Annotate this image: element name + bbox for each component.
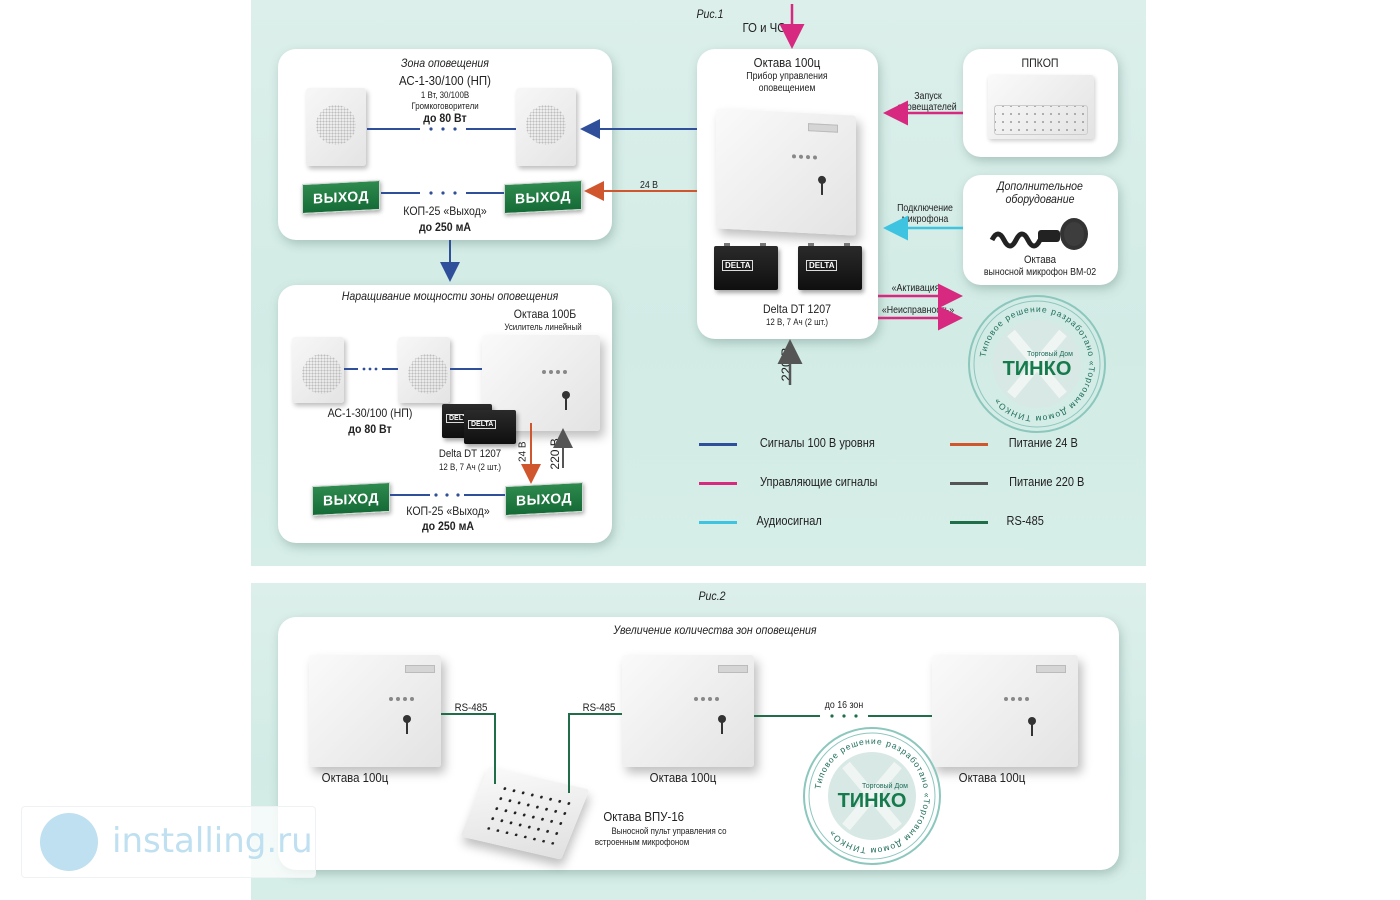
extension-exit-limit: до 250 мА	[421, 519, 475, 533]
watermark-logo-icon	[40, 813, 98, 871]
extra-device-1: Октава	[1023, 254, 1057, 266]
stamp-brand-small: Торговый Дом	[862, 782, 908, 790]
legend-rs485: RS-485	[1006, 514, 1044, 528]
octava-100c-middle	[622, 655, 754, 767]
extension-speaker-model: АС-1-30/100 (НП)	[327, 406, 413, 420]
zone-speaker-model: АС-1-30/100 (НП)	[399, 73, 491, 88]
figure-1-caption: Рис.1	[696, 7, 724, 21]
label-start-1: Запуск	[914, 91, 942, 102]
extension-amp-desc: Усилитель линейный	[504, 322, 582, 332]
label-activation: «Активация»	[891, 283, 945, 294]
continuation-dots	[362, 127, 460, 497]
console-model: Октава ВПУ-16	[603, 809, 685, 824]
status-leds	[389, 697, 414, 701]
controller-battery-1: DELTA	[714, 243, 778, 290]
console-desc-2: встроенным микрофоном	[594, 837, 690, 847]
zone-speaker-spec: 1 Вт, 30/100В	[420, 90, 470, 100]
octava-100c-left	[309, 655, 441, 767]
controller-battery-2: DELTA	[798, 243, 862, 290]
wire-rs485-left	[441, 713, 496, 784]
key-lock-icon	[1028, 717, 1036, 737]
console-desc-1: Выносной пульт управления со	[611, 826, 727, 836]
legend-line-rs485	[950, 521, 988, 524]
legend-line-audio	[699, 521, 737, 524]
extension-battery-2: DELTA	[464, 410, 516, 444]
go-chs-label: ГО и ЧС	[742, 20, 786, 35]
extension-battery-spec: 12 В, 7 Ач (2 шт.)	[438, 462, 502, 472]
extra-title-1: Дополнительное	[997, 179, 1083, 193]
microphone-icon	[989, 218, 1088, 250]
ppkop-title: ППКОП	[1021, 56, 1059, 70]
status-leds	[1004, 697, 1029, 701]
extension-amp-model: Октава 100Б	[513, 307, 577, 321]
extension-speaker-1	[292, 337, 344, 403]
rs485-label-b: RS-485	[582, 702, 616, 714]
controller-desc-1: Прибор управления	[746, 71, 828, 82]
controller-desc-2: оповещением	[758, 83, 816, 94]
zone-title: Зона оповещения	[401, 56, 489, 70]
rs485-label-a: RS-485	[454, 702, 488, 714]
watermark[interactable]: installing.ru	[21, 806, 316, 878]
speaker-right	[516, 88, 576, 166]
label-fault: «Неисправность»	[881, 305, 955, 316]
extension-title: Наращивание мощности зоны оповещения	[341, 289, 559, 303]
tinko-stamp-1: Типовое решение разработано «Торговым До…	[968, 295, 1106, 433]
controller-model: Октава 100ц	[753, 55, 821, 70]
stamp-brand: ТИНКО	[838, 790, 907, 812]
zone-speaker-limit: до 80 Вт	[423, 111, 467, 125]
device-mid-label: Октава 100ц	[649, 770, 717, 785]
label-mic-2: микрофона	[901, 214, 949, 225]
legend-power220: Питание 220 В	[1009, 475, 1085, 489]
controller-battery-spec: 12 В, 7 Ач (2 шт.)	[765, 317, 829, 327]
wire-rs485-right	[568, 713, 622, 793]
figure-2-caption: Рис.2	[698, 589, 726, 603]
device-right-label: Октава 100ц	[958, 770, 1026, 785]
zone-dots	[830, 714, 858, 718]
legend-signal100: Сигналы 100 В уровня	[759, 436, 875, 450]
extra-device-2: выносной микрофон ВМ-02	[983, 267, 1097, 278]
extra-title-2: оборудование	[1005, 192, 1075, 206]
key-lock-icon	[562, 391, 570, 411]
device-top-vent	[718, 665, 748, 673]
extension-exit-model: КОП-25 «Выход»	[406, 504, 490, 518]
label-mic-1: Подключение	[897, 203, 953, 214]
speaker-left	[306, 88, 366, 166]
zone-exit-limit: до 250 мА	[418, 220, 472, 234]
extension-battery-model: Delta DT 1207	[438, 448, 502, 460]
ppkop-keypad	[994, 105, 1088, 135]
label-start-2: оповещателей	[897, 102, 957, 113]
legend-line-signal100	[699, 443, 737, 446]
status-leds	[542, 370, 567, 374]
device-left-label: Октава 100ц	[321, 770, 389, 785]
extension-speaker-2	[398, 337, 450, 403]
watermark-text: installing.ru	[112, 821, 313, 861]
figure-2-title: Увеличение количества зон оповещения	[613, 623, 817, 637]
extra-equipment-panel	[963, 175, 1118, 285]
stamp-brand-small: Торговый Дом	[1027, 350, 1073, 358]
controller-battery-model: Delta DT 1207	[763, 302, 831, 316]
legend-control: Управляющие сигналы	[760, 475, 878, 489]
zone-exit-model: КОП-25 «Выход»	[403, 204, 487, 218]
zone-speaker-desc: Громкоговорители	[411, 101, 479, 111]
octava-100c-right	[932, 655, 1078, 767]
ppkop-device	[988, 75, 1094, 139]
legend-line-power220	[950, 482, 988, 485]
legend-power24: Питание 24 В	[1008, 436, 1078, 450]
label-24v: 24 В	[639, 180, 659, 191]
key-lock-icon	[718, 715, 726, 735]
legend-audio: Аудиосигнал	[756, 514, 822, 528]
device-top-vent	[405, 665, 435, 673]
legend-line-power24	[950, 443, 988, 446]
extension-speaker-limit: до 80 Вт	[348, 422, 392, 436]
legend-line-control	[699, 482, 737, 485]
status-leds	[694, 697, 719, 701]
tinko-stamp-2: Типовое решение разработано «Торговым До…	[803, 727, 941, 865]
key-lock-icon	[403, 715, 411, 735]
stamp-brand: ТИНКО	[1003, 358, 1072, 380]
device-top-vent	[1036, 665, 1066, 673]
zones-label: до 16 зон	[824, 700, 864, 711]
